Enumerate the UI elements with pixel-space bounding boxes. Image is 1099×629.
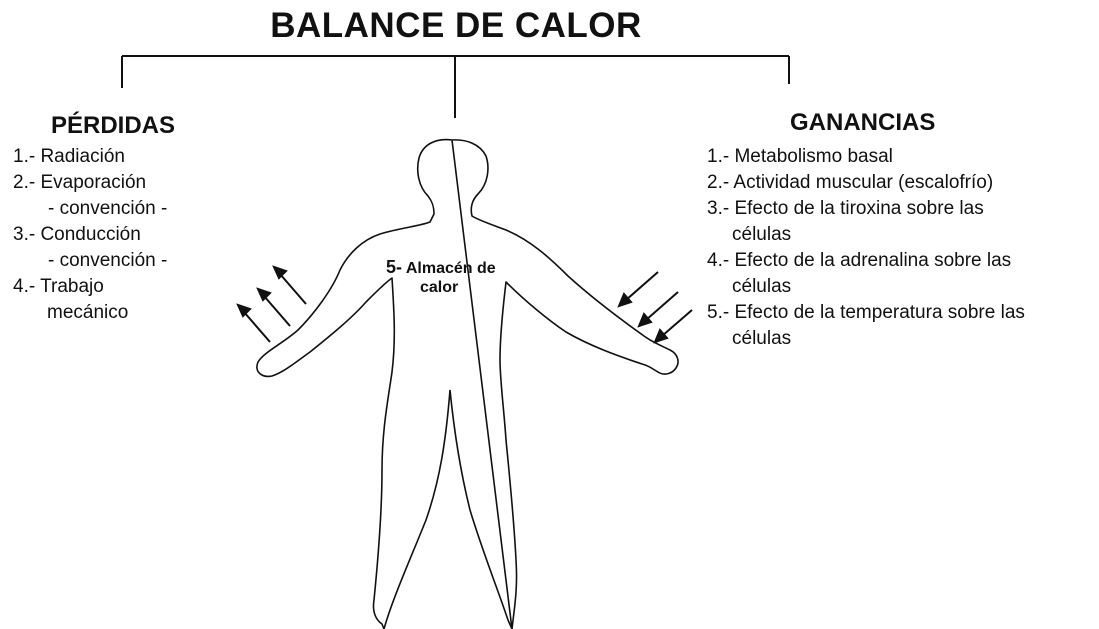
loss-item: 1.- Radiación (13, 146, 125, 167)
loss-item-continuation: mecánico (47, 302, 129, 323)
gain-item: 3.- Efecto de la tiroxina sobre las (707, 198, 984, 219)
loss-sub-item: - convención - (48, 250, 168, 271)
loss-arrows (236, 265, 307, 343)
gain-arrow (617, 271, 659, 308)
gain-arrows (617, 271, 693, 344)
loss-item: 3.- Conducción (13, 224, 141, 245)
loss-item: 2.- Evaporación (13, 172, 147, 193)
gains-heading: GANANCIAS (790, 109, 936, 136)
loss-arrow (256, 287, 291, 327)
loss-arrow (272, 265, 307, 305)
gain-item-continuation: células (732, 276, 792, 297)
human-body-outline (256, 138, 679, 629)
loss-arrow (236, 303, 271, 343)
losses-list: 1.- Radiación 2.- Evaporación - convenci… (13, 144, 167, 326)
gain-item-continuation: células (732, 328, 792, 349)
gain-arrow (653, 309, 693, 344)
gain-item: 5.- Efecto de la temperatura sobre las (707, 302, 1025, 323)
storage-number: 5- (386, 258, 403, 277)
heat-storage-label: 5- Almacén de calor (386, 258, 516, 292)
human-legs-outline (383, 389, 513, 629)
losses-heading: PÉRDIDAS (51, 112, 176, 139)
diagram-title: BALANCE DE CALOR (270, 6, 642, 45)
storage-text-line1: Almacén de (405, 260, 496, 277)
bracket-connector (121, 55, 790, 118)
gain-arrow (637, 291, 679, 328)
loss-sub-item: - convención - (48, 198, 168, 219)
loss-item: 4.- Trabajo (13, 276, 104, 297)
gain-item: 4.- Efecto de la adrenalina sobre las (707, 250, 1012, 271)
storage-text-line2: calor (420, 279, 459, 292)
gains-list: 1.- Metabolismo basal 2.- Actividad musc… (707, 144, 1025, 352)
gain-item-continuation: células (732, 224, 792, 245)
gain-item: 1.- Metabolismo basal (707, 146, 893, 167)
gain-item: 2.- Actividad muscular (escalofrío) (707, 172, 994, 193)
